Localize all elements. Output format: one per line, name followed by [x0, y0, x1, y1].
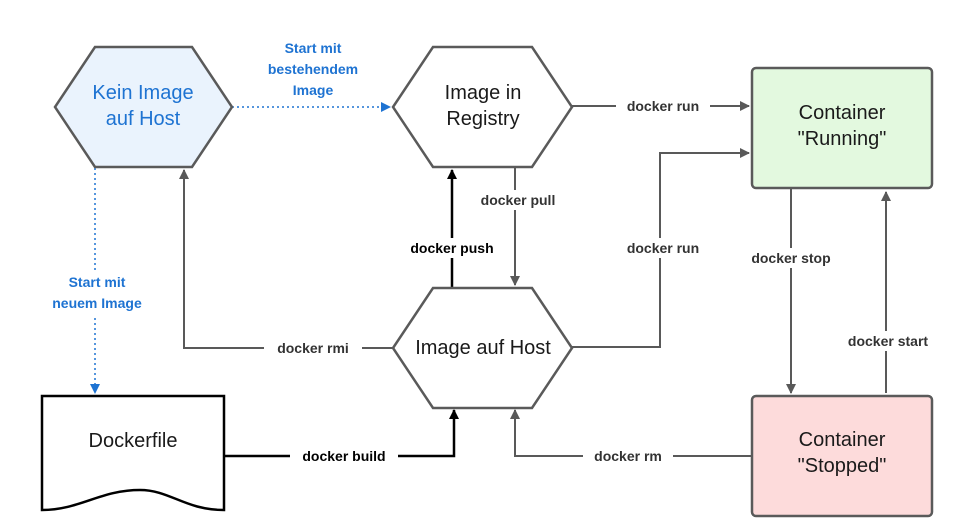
- label-stop: docker stop: [751, 250, 830, 266]
- node-registry-line1: Image in: [445, 82, 522, 104]
- node-host-label: Image auf Host: [415, 337, 551, 359]
- node-stopped: Container "Stopped": [750, 394, 934, 518]
- node-no-image: Kein Image auf Host: [53, 45, 234, 169]
- node-registry: Image in Registry: [391, 45, 574, 169]
- label-start-new-line1: Start mit: [69, 274, 126, 290]
- node-dockerfile: Dockerfile: [40, 394, 226, 512]
- label-start-new: Start mit neuem Image: [38, 271, 158, 315]
- node-stopped-line2: "Stopped": [798, 455, 887, 477]
- label-run-host: docker run: [627, 240, 699, 256]
- node-running-line1: Container: [799, 102, 886, 124]
- label-start-new-line2: neuem Image: [52, 295, 142, 311]
- label-rm: docker rm: [594, 448, 662, 464]
- node-no-image-line1: Kein Image: [92, 82, 193, 104]
- label-push: docker push: [410, 240, 493, 256]
- label-pull: docker pull: [481, 192, 556, 208]
- node-running: Container "Running": [750, 66, 934, 190]
- label-rmi: docker rmi: [277, 340, 349, 356]
- node-no-image-line2: auf Host: [106, 108, 181, 130]
- label-start-existing-line2: bestehendem: [268, 61, 358, 77]
- label-start: docker start: [848, 333, 928, 349]
- label-start-existing: Start mit bestehendem Image: [268, 40, 358, 98]
- node-host: Image auf Host: [391, 286, 574, 410]
- label-run-registry: docker run: [627, 98, 699, 114]
- node-stopped-line1: Container: [799, 429, 886, 451]
- node-running-line2: "Running": [798, 128, 887, 150]
- label-build: docker build: [302, 448, 385, 464]
- edge-rmi: [179, 169, 393, 349]
- label-start-existing-line1: Start mit: [285, 40, 342, 56]
- node-dockerfile-label: Dockerfile: [89, 430, 178, 452]
- node-registry-line2: Registry: [446, 108, 519, 130]
- label-start-existing-line3: Image: [293, 82, 334, 98]
